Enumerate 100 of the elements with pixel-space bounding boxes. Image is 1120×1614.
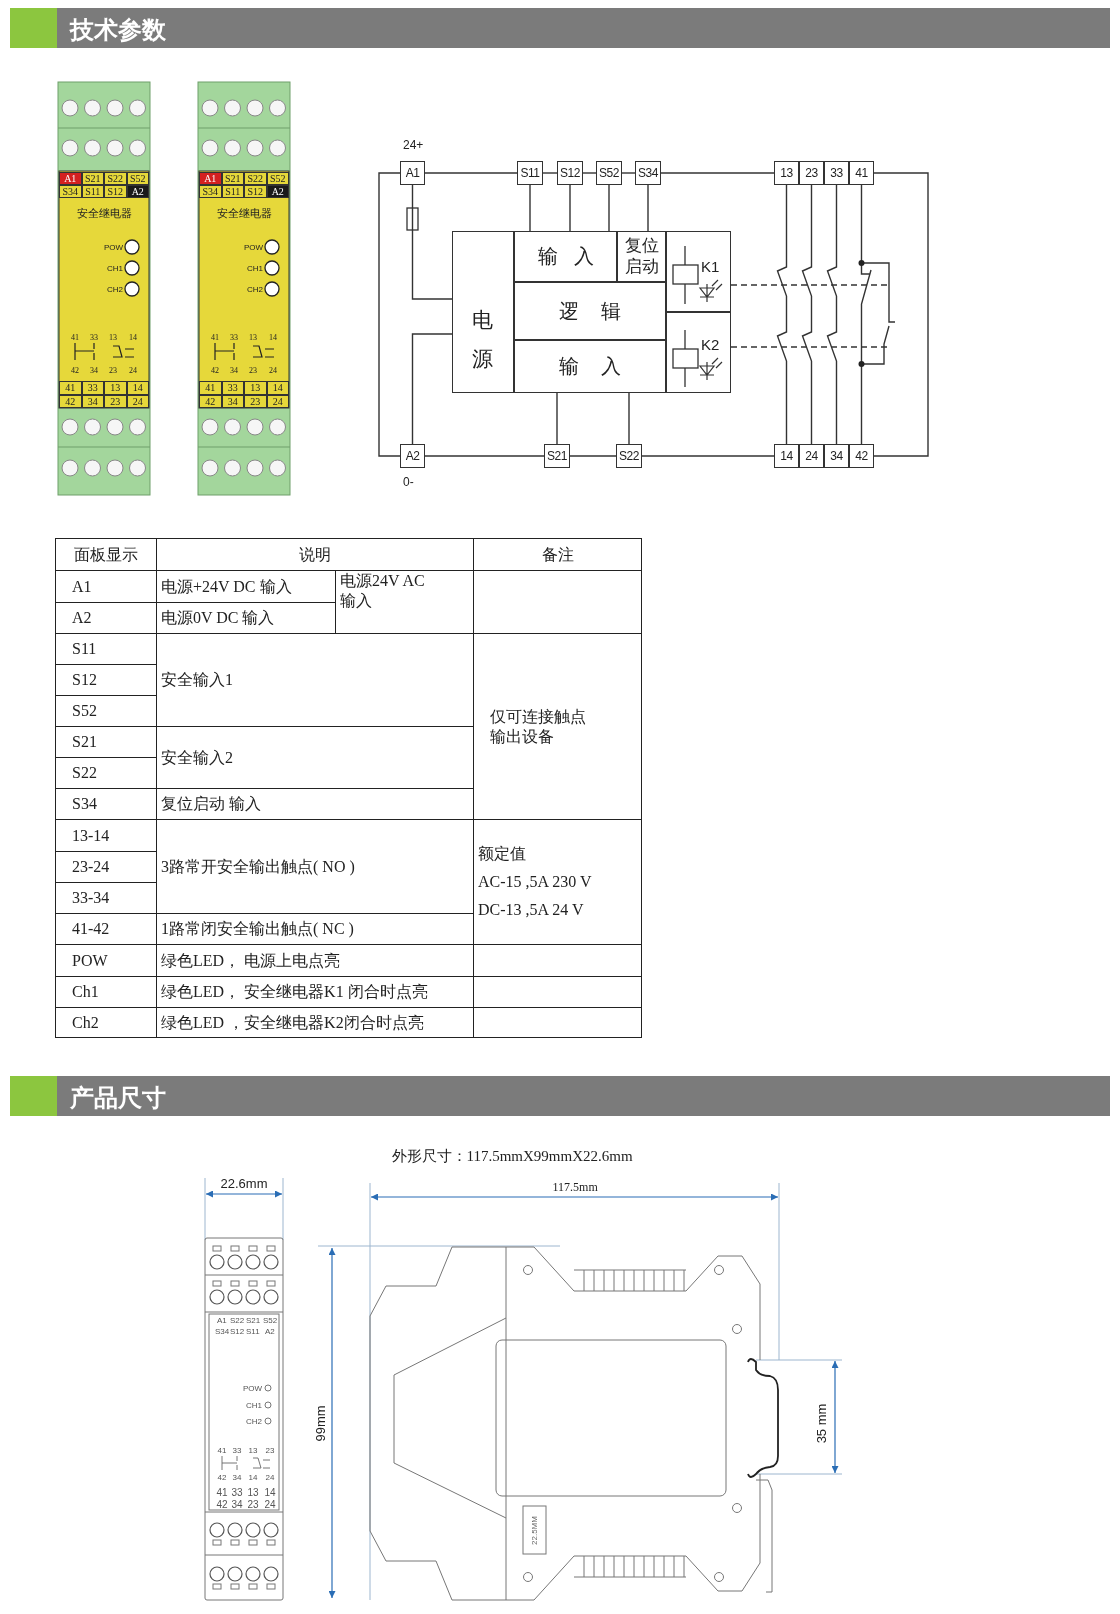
block-label: K1 <box>701 258 720 275</box>
terminal-note: 0- <box>403 475 414 489</box>
terminal-label: S22 <box>244 172 267 185</box>
cell-text: 3路常开安全输出触点( NO ) <box>161 856 356 877</box>
terminal-label: S12 <box>104 185 127 198</box>
function-block <box>666 231 731 312</box>
contact-number: 14 <box>129 332 137 342</box>
wire <box>411 184 453 300</box>
led-label: CH1 <box>247 263 263 273</box>
wire <box>569 184 571 232</box>
terminal-label: S34 <box>638 166 658 180</box>
terminal-label: 33 <box>81 381 104 395</box>
cell-text: 1路常闭安全输出触点( NC ) <box>161 919 355 939</box>
wire <box>647 184 649 232</box>
terminal-label: S11 <box>81 185 104 198</box>
cell-text: 23-24 <box>72 857 111 877</box>
terminal-label: 23 <box>805 166 818 180</box>
contact-number: 42 <box>211 365 219 375</box>
cell-text: 复位启动 输入 <box>161 794 262 814</box>
terminal-label: 34 <box>830 449 843 463</box>
wire <box>424 455 545 457</box>
terminal-label: A1 <box>199 172 222 185</box>
terminal-label: 24 <box>264 1498 276 1510</box>
terminal-label: S11 <box>221 185 244 198</box>
terminal-box <box>616 444 642 468</box>
wire <box>801 184 813 445</box>
wire <box>641 455 775 457</box>
contact-number: 13 <box>248 1445 258 1455</box>
dimension-label: 99mm <box>312 1404 328 1442</box>
terminal-label: S22 <box>619 449 639 463</box>
terminal-label: A1 <box>59 172 82 185</box>
wire <box>776 184 788 445</box>
terminal-label: S21 <box>81 172 104 185</box>
contact-number: 14 <box>248 1472 258 1482</box>
terminal-label: 33 <box>231 1486 243 1498</box>
wire <box>826 184 838 445</box>
contact-number: 41 <box>71 332 79 342</box>
cell-text: 电源0V DC 输入 <box>161 608 276 628</box>
terminal-box <box>799 444 824 468</box>
contact-number: 34 <box>90 365 98 375</box>
terminal-note: 24+ <box>403 138 424 152</box>
terminal-label: S12 <box>244 185 267 198</box>
terminal-label: S52 <box>599 166 619 180</box>
contact-number: 33 <box>232 1445 242 1455</box>
terminal-label: A2 <box>265 1326 275 1336</box>
contact-number: 41 <box>211 332 219 342</box>
cell-text: 面板显示 <box>73 544 139 565</box>
terminal-label: 33 <box>221 381 244 395</box>
cell-text: 33-34 <box>72 888 111 908</box>
contact-number: 33 <box>230 332 238 342</box>
terminal-label: A1 <box>405 166 420 180</box>
wire <box>628 392 630 445</box>
cell-text: S11 <box>72 639 98 659</box>
contact-number: 14 <box>269 332 277 342</box>
contact-number: 13 <box>109 332 117 342</box>
contact-number: 33 <box>90 332 98 342</box>
led-label: POW <box>243 1383 263 1393</box>
terminal-label: 41 <box>855 166 868 180</box>
cell-text: 说明 <box>298 544 332 565</box>
terminal-label: S22 <box>104 172 127 185</box>
terminal-label: 42 <box>59 395 82 408</box>
cell-text: Ch1 <box>72 982 100 1002</box>
linkage-line <box>730 284 890 286</box>
contact-number: 34 <box>232 1472 242 1482</box>
cell-text: 安全输入2 <box>161 747 234 768</box>
wire <box>556 392 558 445</box>
terminal-box <box>635 161 661 185</box>
cell-text: S12 <box>72 670 98 690</box>
cell-text: POW <box>72 950 109 971</box>
led-label: CH2 <box>246 1416 262 1426</box>
contact-number: 24 <box>269 365 277 375</box>
terminal-box <box>849 444 874 468</box>
cell-text: 仅可连接触点输出设备 <box>489 706 587 747</box>
block-label: 输入 <box>536 244 610 269</box>
terminal-label: A2 <box>126 185 149 198</box>
terminal-label: 34 <box>221 395 244 408</box>
cell-text: 额定值 <box>478 844 527 864</box>
led-label: CH2 <box>107 284 123 294</box>
terminal-box <box>517 161 543 185</box>
cell-text: 电源+24V DC 输入 <box>161 576 293 597</box>
led-label: CH2 <box>247 284 263 294</box>
terminal-label: 41 <box>199 381 222 395</box>
cell-text: S34 <box>72 794 98 814</box>
cell-text: AC-15 ,5A 230 V <box>478 872 593 892</box>
terminal-label: S34 <box>215 1326 230 1336</box>
terminal-label: 14 <box>126 381 149 395</box>
terminal-label: 14 <box>266 381 289 395</box>
contact-number: 23 <box>109 365 117 375</box>
terminal-box <box>596 161 622 185</box>
terminal-label: S34 <box>199 185 222 198</box>
cell-text: S22 <box>72 763 98 783</box>
terminal-label: 13 <box>244 381 267 395</box>
contact-number: 13 <box>249 332 257 342</box>
terminal-label: 42 <box>199 395 222 408</box>
function-block <box>514 340 666 393</box>
terminal-box <box>824 444 849 468</box>
section-title: 产品尺寸 <box>70 1083 166 1114</box>
terminal-label: S12 <box>560 166 580 180</box>
terminal-label: 24 <box>126 395 149 408</box>
led-label: CH1 <box>107 263 123 273</box>
